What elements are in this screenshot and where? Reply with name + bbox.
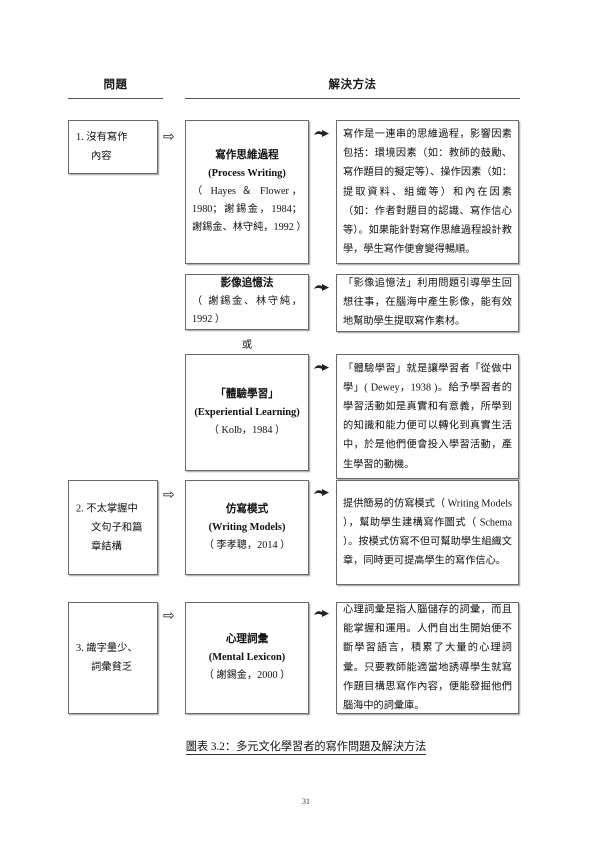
- description-text: 提供簡易的仿寫模式（ Writing Models ），幫助學生建構寫作圖式（ …: [343, 498, 512, 567]
- method-reference: （ Hayes ＆ Flower，1980；謝錫金，1984；謝錫金、林守純，1…: [192, 186, 307, 233]
- method-title: 仿寫模式: [225, 503, 269, 515]
- problem-label: 1. 沒有寫作: [76, 132, 128, 143]
- figure-caption-text: 圖表 3.2：多元文化學習者的寫作問題及解決方法: [185, 741, 427, 755]
- problem-text: 2. 不太掌握中 文句子和篇 章結構: [69, 499, 157, 556]
- method-title: 寫作思維過程: [215, 150, 279, 161]
- problem-box: 1. 沒有寫作 內容: [68, 120, 158, 174]
- method-english: (Mental Lexicon): [208, 652, 286, 663]
- method-reference: （ 李孝聰，2014 ）: [203, 539, 291, 551]
- description-text: 「體驗學習」就是讓學習者「從做中學」( Dewey，1938 )。給予學習者的學…: [343, 362, 512, 470]
- block-arrow-icon: ⇨: [163, 129, 175, 145]
- problem-label-cont: 詞彙貧乏: [91, 662, 133, 673]
- or-connector-label: 或: [241, 340, 253, 351]
- method-title: 影像追憶法: [220, 278, 274, 289]
- problem-text: 3. 識字量少、 詞彙貧乏: [69, 639, 157, 677]
- method-box: 仿寫模式 (Writing Models) （ 李孝聰，2014 ）: [185, 480, 309, 575]
- description-box: 提供簡易的仿寫模式（ Writing Models ），幫助學生建構寫作圖式（ …: [336, 480, 519, 585]
- flow-row: 2. 不太掌握中 文句子和篇 章結構 ⇨ 仿寫模式 (Writing Model…: [0, 480, 612, 602]
- thin-arrow-icon: [313, 128, 330, 140]
- method-box: 心理詞彙 (Mental Lexicon) （ 謝錫金，2000 ）: [185, 602, 309, 714]
- method-text: 心理詞彙 (Mental Lexicon) （ 謝錫金，2000 ）: [186, 631, 308, 685]
- thin-arrow-icon: [313, 608, 330, 620]
- flow-row: 3. 識字量少、 詞彙貧乏 ⇨ 心理詞彙 (Mental Lexicon) （ …: [0, 602, 612, 727]
- thin-arrow-icon: [313, 282, 330, 294]
- thin-arrow-icon: [313, 362, 330, 374]
- method-text: 影像追憶法 （ 謝錫金、林守純，1992 ）: [186, 275, 308, 329]
- figure-caption: 圖表 3.2：多元文化學習者的寫作問題及解決方法: [0, 738, 612, 755]
- description-box: 「影像追憶法」利用問題引導學生回想往事，在腦海中產生影像，能有效地幫助學生提取寫…: [336, 274, 519, 332]
- problem-label: 2. 不太掌握中: [76, 503, 138, 514]
- block-arrow-icon: ⇨: [163, 608, 175, 624]
- description-text: 「影像追憶法」利用問題引導學生回想往事，在腦海中產生影像，能有效地幫助學生提取寫…: [343, 278, 512, 328]
- description-text: 寫作是一連串的思維過程，影響因素包括：環境因素（如：教師的鼓勵、寫作題目的擬定等…: [343, 128, 512, 256]
- method-reference: （ Kolb，1984 ）: [208, 424, 286, 436]
- method-reference: （ 謝錫金、林守純，1992 ）: [192, 296, 302, 325]
- problem-label: 3. 識字量少、: [76, 643, 138, 654]
- problem-label-cont: 文句子和篇: [91, 522, 143, 533]
- method-reference: （ 謝錫金，2000 ）: [203, 670, 291, 681]
- method-text: 「體驗學習」 (Experiential Learning) （ Kolb，19…: [186, 386, 308, 440]
- column-headers: 問題 解決方法: [0, 78, 612, 110]
- method-text: 仿寫模式 (Writing Models) （ 李孝聰，2014 ）: [186, 501, 308, 555]
- description-box: 寫作是一連串的思維過程，影響因素包括：環境因素（如：教師的鼓勵、寫作題目的擬定等…: [336, 120, 519, 264]
- header-problem: 問題: [68, 78, 163, 99]
- problem-box: 3. 識字量少、 詞彙貧乏: [68, 602, 158, 714]
- flow-diagram: 1. 沒有寫作 內容 ⇨ 寫作思維過程 (Process Writing) （ …: [0, 118, 612, 727]
- page-number: 31: [302, 797, 310, 806]
- method-box: 「體驗學習」 (Experiential Learning) （ Kolb，19…: [185, 354, 309, 471]
- method-title: 「體驗學習」: [215, 388, 279, 400]
- method-english: (Process Writing): [208, 168, 286, 179]
- method-title: 心理詞彙: [225, 634, 269, 645]
- thin-arrow-icon: [313, 487, 330, 499]
- description-box: 「體驗學習」就是讓學習者「從做中學」( Dewey，1938 )。給予學習者的學…: [336, 354, 519, 479]
- method-english: (Writing Models): [208, 521, 286, 533]
- problem-text: 1. 沒有寫作 內容: [69, 128, 157, 166]
- method-english: (Experiential Learning): [194, 406, 300, 418]
- problem-label-cont: 內容: [91, 151, 112, 162]
- description-text: 心理詞彙是指人腦儲存的詞彙，而且能掌握和運用。人們自出生開始便不斷學習語言，積累…: [343, 604, 512, 712]
- method-box: 影像追憶法 （ 謝錫金、林守純，1992 ）: [185, 274, 309, 330]
- description-box: 心理詞彙是指人腦儲存的詞彙，而且能掌握和運用。人們自出生開始便不斷學習語言，積累…: [336, 602, 519, 714]
- problem-box: 2. 不太掌握中 文句子和篇 章結構: [68, 480, 158, 575]
- block-arrow-icon: ⇨: [163, 487, 175, 503]
- method-text: 寫作思維過程 (Process Writing) （ Hayes ＆ Flowe…: [186, 147, 308, 237]
- header-solution: 解決方法: [185, 78, 520, 99]
- problem-label-cont: 章結構: [91, 541, 122, 552]
- method-box: 寫作思維過程 (Process Writing) （ Hayes ＆ Flowe…: [185, 120, 309, 264]
- flow-row: 1. 沒有寫作 內容 ⇨ 寫作思維過程 (Process Writing) （ …: [0, 118, 612, 480]
